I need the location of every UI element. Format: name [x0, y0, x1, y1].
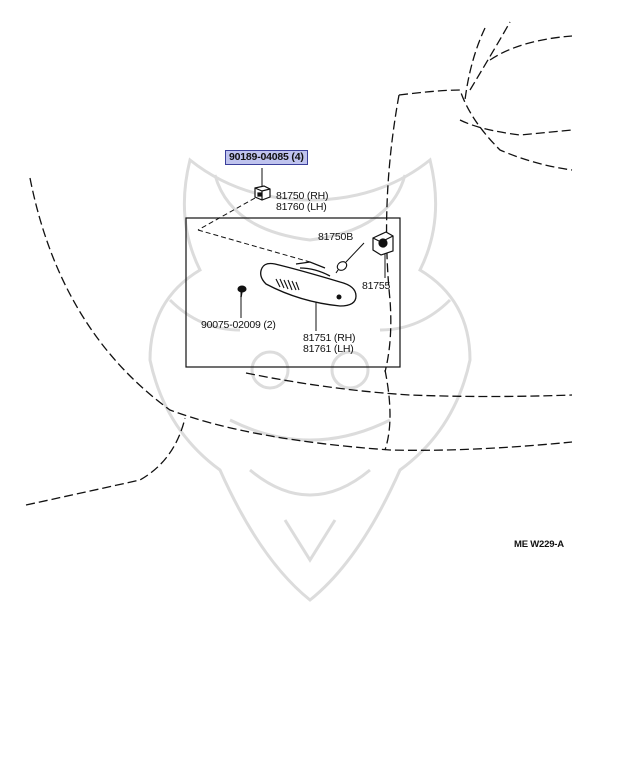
leader-lines: [197, 168, 386, 331]
screw-icon: [237, 285, 247, 298]
part-label-line: 81761 (LH): [303, 343, 354, 355]
part-label-lamp-assy[interactable]: 81750 (RH) 81760 (LH): [276, 191, 328, 213]
vehicle-body-outline: [25, 21, 573, 506]
part-label-bulb[interactable]: 81750B: [318, 232, 353, 243]
part-label-lens[interactable]: 81751 (RH) 81761 (LH): [303, 333, 355, 355]
socket-icon: [372, 231, 394, 256]
part-label-socket[interactable]: 81755: [362, 281, 390, 292]
part-label-screw[interactable]: 90075-02009 (2): [201, 320, 276, 331]
side-marker-lamp-icon: [260, 261, 357, 307]
part-label-text: 81750B: [318, 231, 354, 243]
samurai-helmet-logo: [148, 157, 472, 602]
part-label-text: 90189-04085 (4): [229, 151, 304, 163]
part-label-line: 81751 (RH): [303, 332, 356, 344]
bulb-icon: [335, 261, 348, 274]
part-label-clip-nut[interactable]: 90189-04085 (4): [225, 150, 308, 165]
part-label-text: 90075-02009 (2): [201, 319, 276, 331]
part-label-text: 81755: [362, 280, 391, 292]
detail-frame: [185, 217, 401, 368]
clip-nut-icon: [254, 185, 271, 201]
lamp-grille-icon: [275, 278, 300, 291]
part-label-line: 81760 (LH): [276, 201, 327, 213]
figure-code: ME W229-A: [514, 539, 564, 550]
part-label-line: 81750 (RH): [276, 190, 329, 202]
